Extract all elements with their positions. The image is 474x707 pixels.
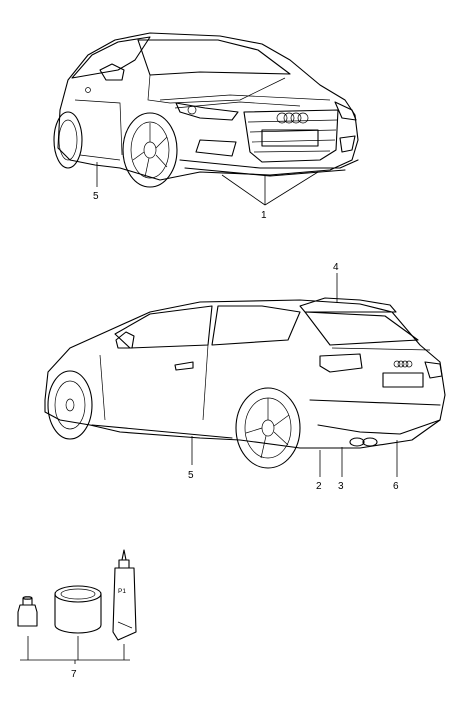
- car-rear-view: [44, 297, 446, 469]
- callout-1: 1: [261, 210, 267, 221]
- callout-3: 3: [338, 481, 344, 492]
- logo-rings: [276, 112, 309, 124]
- callout-2: 2: [316, 481, 322, 492]
- logo-rings-rear: [393, 360, 413, 368]
- accessory-tape-roll: [54, 585, 102, 634]
- callout-6: 6: [393, 481, 399, 492]
- callout-4: 4: [333, 262, 339, 273]
- leader-1a: [221, 174, 266, 206]
- leader-1c: [264, 171, 319, 206]
- leader-7-bracket: [20, 636, 130, 664]
- callout-7: 7: [71, 669, 77, 680]
- accessory-bottle: [17, 596, 38, 627]
- callout-5-front: 5: [93, 191, 99, 202]
- accessory-adhesive-tube: P1: [112, 549, 137, 641]
- callout-5-rear: 5: [188, 470, 194, 481]
- tube-label: P1: [118, 588, 126, 595]
- car-front-view: [53, 32, 359, 188]
